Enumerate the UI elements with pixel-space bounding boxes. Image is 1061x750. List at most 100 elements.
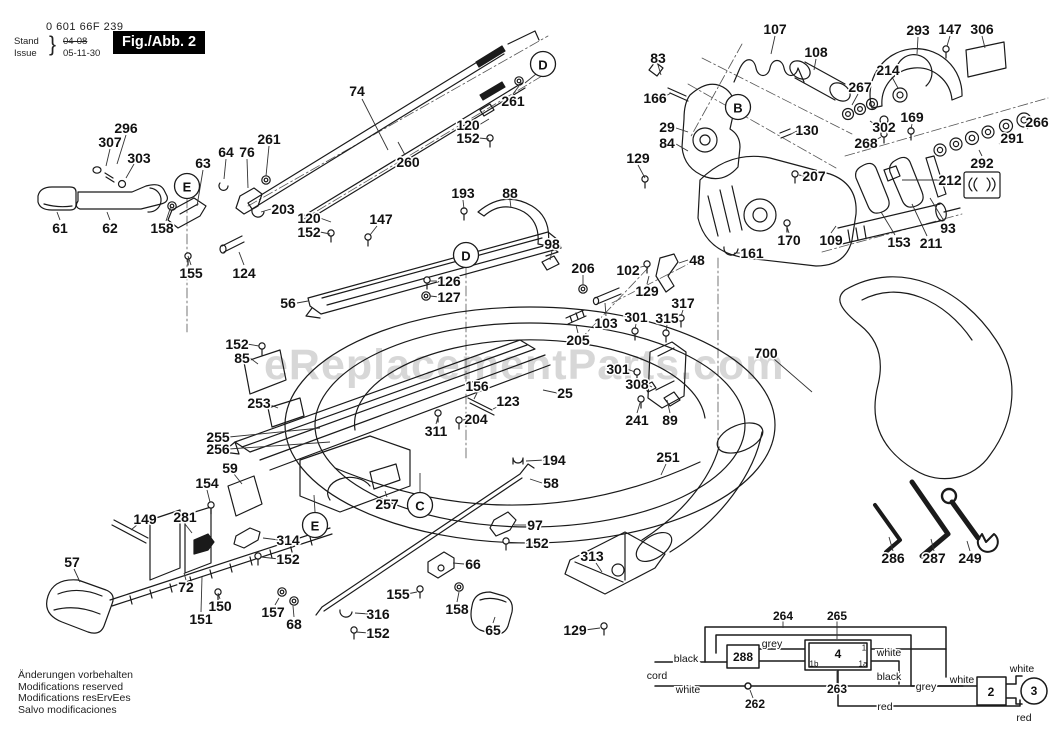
callout-leader-line [626,368,636,373]
part-number-callout: 316 [366,606,390,622]
part-number-callout: 251 [656,449,680,465]
callout-leader-line [542,389,558,394]
wiring-label: red [1016,712,1031,724]
part-number-callout: 203 [271,201,295,217]
callout-leader-line [462,418,469,421]
callout-leader-line [873,136,882,142]
callout-leader-line [660,463,667,476]
callout-leader-line [361,98,389,151]
callout-leader-line [634,323,637,330]
callout-leader-line [292,605,295,618]
callout-leader-line [946,35,951,47]
part-number-callout: 158 [150,220,174,236]
callout-leader-line [319,217,332,223]
letter-leader-line [313,494,316,513]
callout-leader-line [296,300,309,304]
callout-leader-line [184,523,193,534]
callout-leader-line [525,459,546,462]
part-number-callout: 151 [189,611,213,627]
tool-set [873,479,999,559]
callout-leader-line [929,197,945,222]
callout-leader-line [406,591,418,595]
bevel-knob-assembly [46,501,333,634]
wiring-label: 262 [745,697,765,711]
part-number-callout: 85 [234,350,250,366]
part-number-callout: 98 [544,236,560,252]
part-number-callout: 302 [872,119,896,135]
part-number-callout: 57 [64,554,80,570]
callout-leader-line [319,231,331,235]
callout-leader-line [165,205,172,222]
part-number-callout: 214 [876,62,900,78]
callout-leader-line [657,64,662,76]
callout-leader-line [813,58,817,71]
issue-label: Issue [14,47,37,59]
part-number-callout: 281 [173,509,197,525]
wiring-label: 1 [862,644,867,653]
part-number-callout: 48 [689,252,705,268]
switch-cluster [631,314,687,409]
callout-leader-line [262,537,280,541]
callout-leader-line [492,404,502,410]
callout-leader-line [238,251,245,266]
callout-leader-line [888,536,894,552]
callout-leader-line [369,225,378,236]
part-number-callout: 317 [671,295,695,311]
callout-leader-line [478,118,490,126]
notice-line: Modifications reserved [18,680,124,693]
wiring-label: 4 [835,647,842,661]
callout-leader-line [183,572,187,581]
part-number-callout: 256 [206,441,230,457]
part-number-callout: 29 [659,119,675,135]
stand-value-struck: 04-08 [63,36,88,47]
part-number-callout: 127 [437,289,461,305]
part-number-callout: 68 [286,616,302,632]
wiring-label: 1a [859,660,868,669]
callout-leader-line [584,627,601,631]
section-letter-circle [301,511,329,539]
document-number: 0 601 66F 239 [46,21,124,33]
callout-leader-line [509,199,512,209]
part-number-callout: 211 [920,235,943,251]
part-number-callout: 293 [906,22,930,38]
wiring-label: grey [916,681,937,693]
wiring-label: black [877,671,902,683]
part-number-callout: 313 [580,548,604,564]
callout-leader-line [773,358,813,393]
section-letter-circle [724,93,752,121]
part-number-callout: 205 [566,332,590,348]
part-number-callout: 287 [922,550,946,566]
part-number-callout: 700 [754,345,778,361]
callout-leader-line [355,631,370,634]
part-number-callout: 157 [261,604,285,620]
section-letter: E [311,519,320,534]
section-letter: D [538,58,547,73]
section-letter: D [461,249,470,264]
callout-leader-line [595,562,603,573]
part-number-callout: 58 [543,475,559,491]
part-number-callout: 103 [594,315,618,331]
part-number-callout: 124 [232,265,256,281]
part-number-callout: 311 [425,423,448,439]
wiring-label: cord [647,670,668,682]
part-number-callout: 152 [456,130,480,146]
section-letter-circle [173,172,201,200]
callout-leader-line [891,76,899,89]
support-rod-assembly [315,397,535,640]
callout-leader-line [56,211,61,221]
callout-leader-line [675,143,689,152]
part-number-callout: 166 [643,90,667,106]
section-letter: E [183,180,192,195]
callout-leader-line [512,85,520,95]
part-number-callout: 84 [659,135,675,151]
part-number-callout: 260 [396,154,420,170]
callout-leader-line [680,309,684,317]
leader-lines [56,35,1032,699]
part-number-callout: 93 [940,220,956,236]
part-number-callout: 152 [297,224,321,240]
part-number-callout: 301 [624,309,648,325]
section-letter-circle [529,50,557,78]
part-number-callout: 158 [445,601,469,617]
callout-leader-line [274,597,280,606]
